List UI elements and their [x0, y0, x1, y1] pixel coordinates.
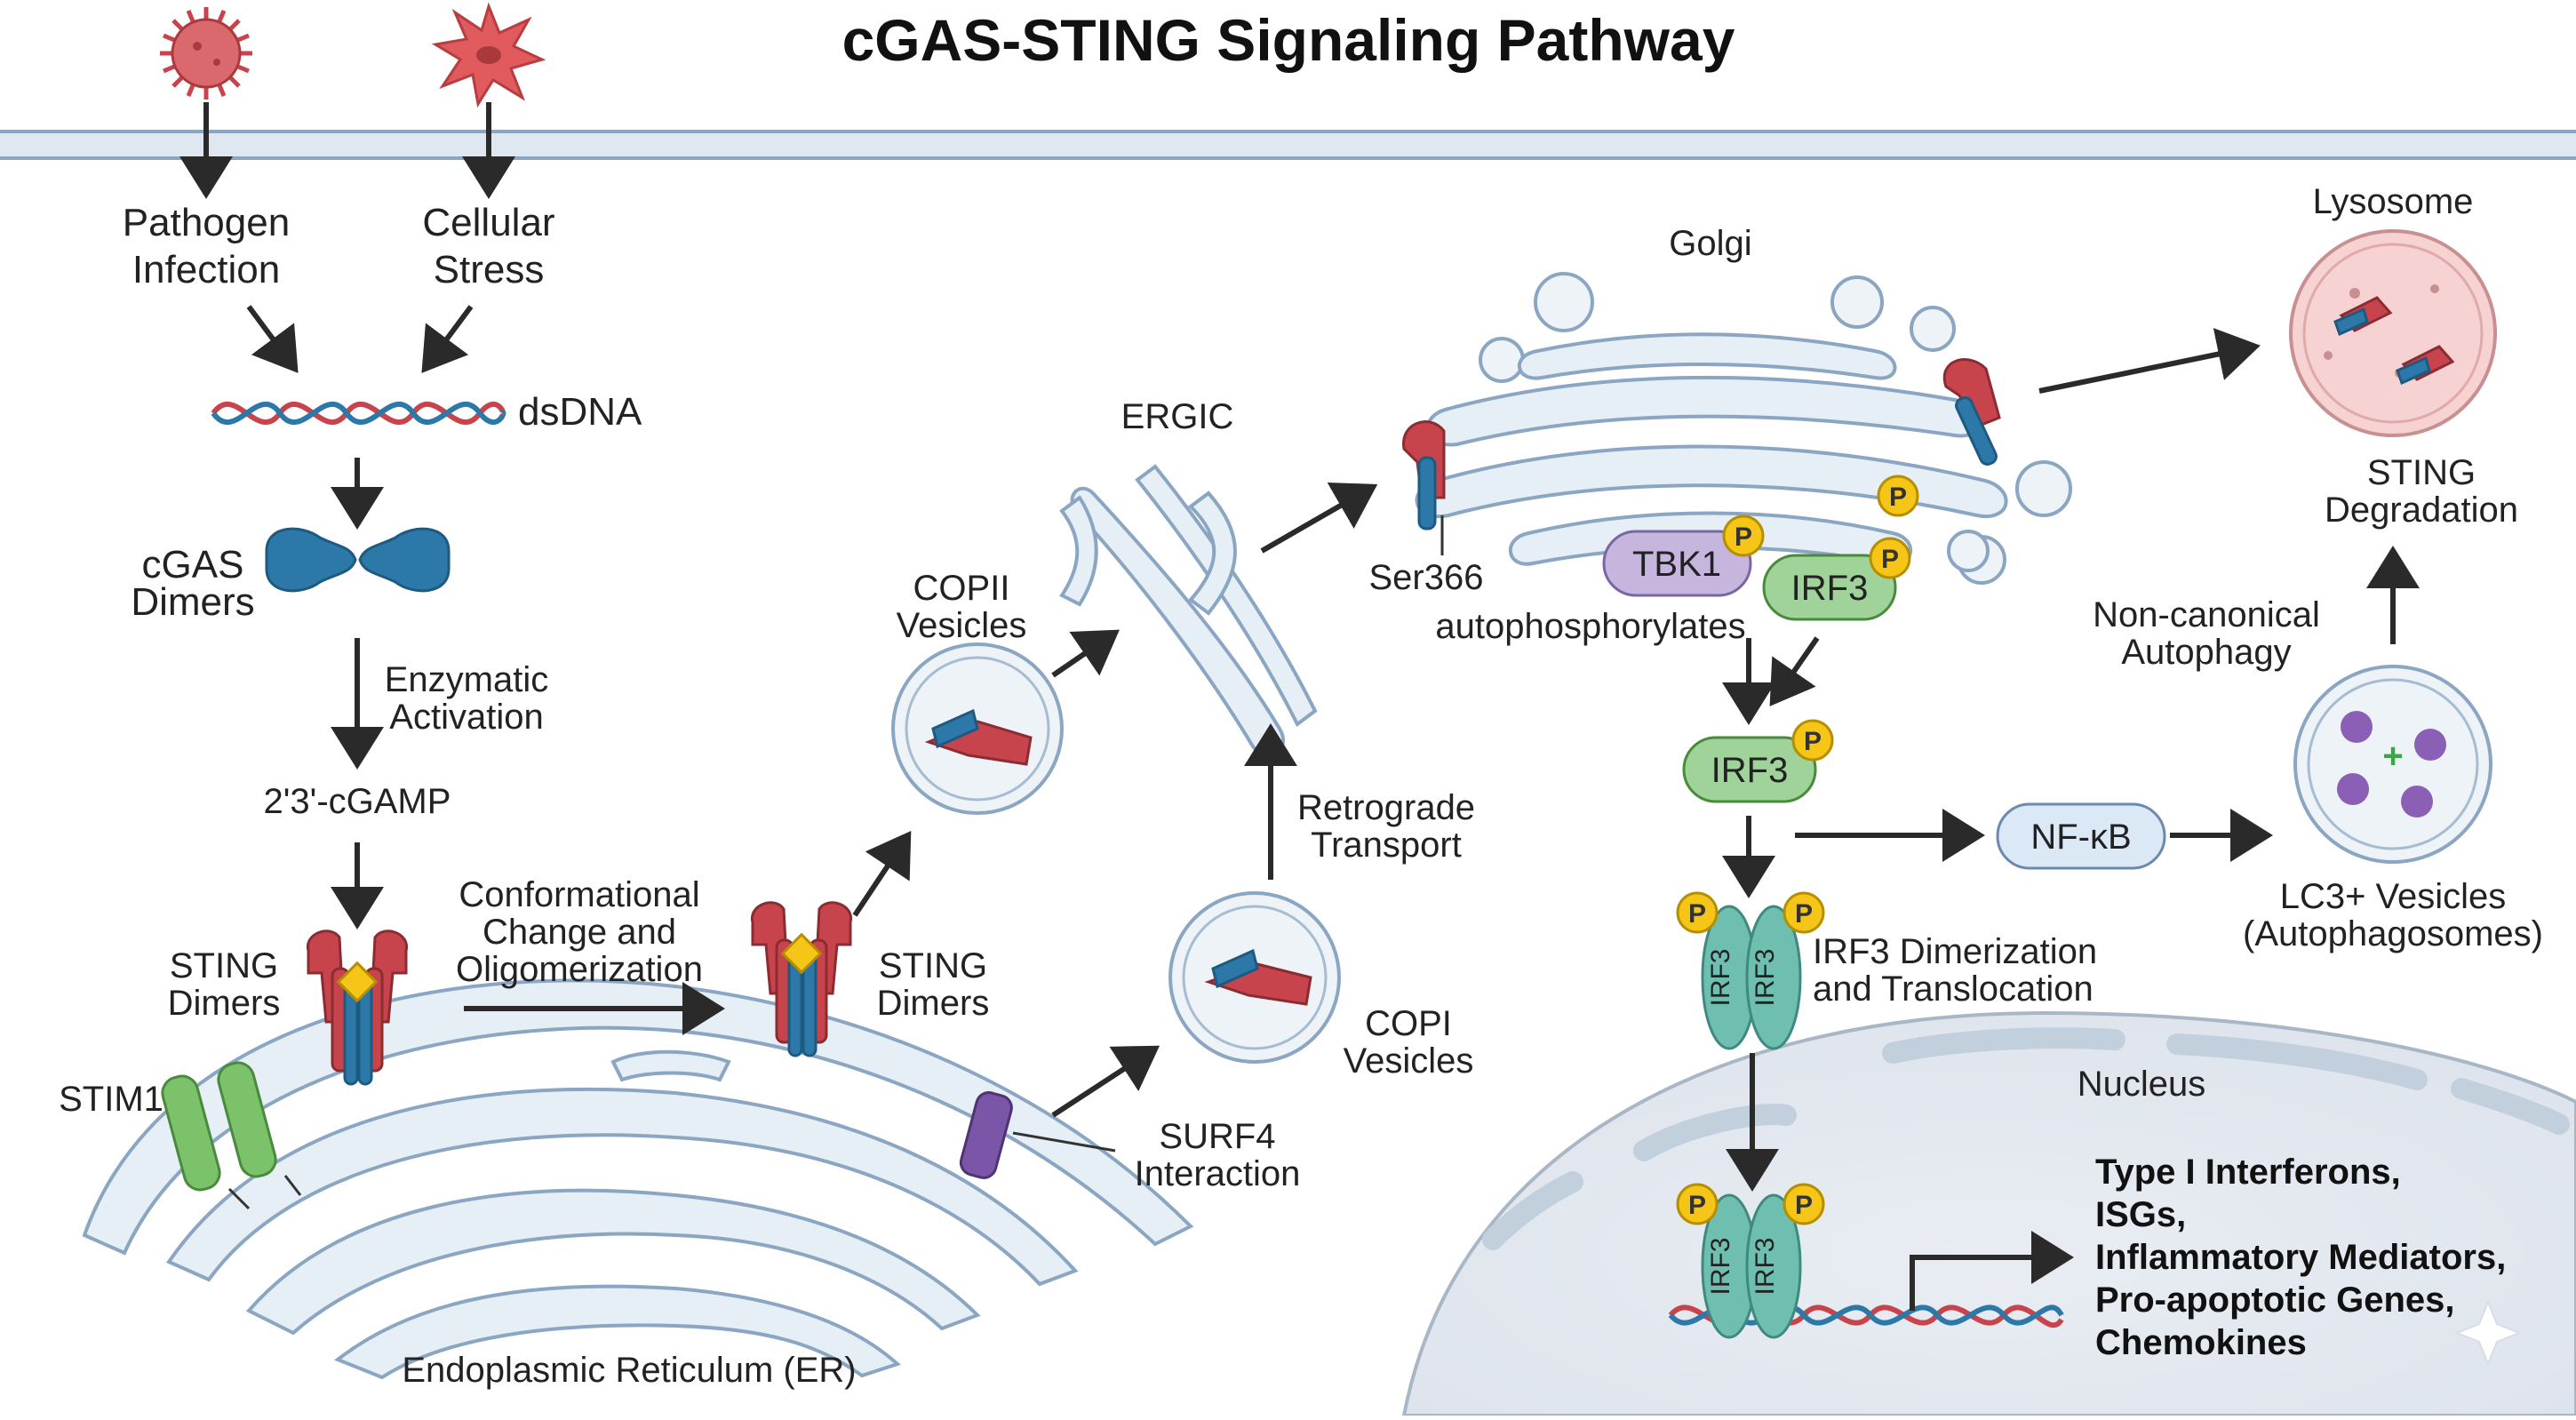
surf4-label-1: SURF4 [1159, 1117, 1275, 1156]
phospho-icon: P [1881, 545, 1899, 574]
phospho-icon-golgi-label: P [1889, 483, 1907, 512]
ser366-label: Ser366 [1369, 558, 1484, 597]
irf3-dimer-label-d: IRF3 [1751, 1237, 1780, 1295]
phospho-icon: P [1804, 727, 1822, 756]
sting-golgi-right [1942, 358, 2001, 466]
irf3-label-top: IRF3 [1791, 569, 1869, 608]
phospho-icon: P [1795, 1191, 1813, 1220]
sting-dimers-mid-1: STING [879, 946, 987, 985]
sparkle-icon [2454, 1299, 2522, 1367]
cgamp-label: 2'3'-cGAMP [264, 782, 451, 821]
pathogen-label-2: Infection [132, 248, 280, 291]
irf3-dimer-label-a: IRF3 [1706, 948, 1735, 1006]
cgas-label-2: Dimers [131, 580, 254, 624]
retrograde-label-2: Transport [1311, 826, 1462, 865]
endoplasmic-reticulum [82, 978, 1194, 1380]
output-1: Type I Interferons, [2095, 1153, 2401, 1192]
irf3-dimer-label-c: IRF3 [1706, 1237, 1735, 1295]
irf3-dimer-lower: IRF3 IRF3 P P [1676, 1183, 1825, 1339]
nucleus [1401, 1010, 2576, 1417]
irf3-label-mid: IRF3 [1711, 751, 1789, 790]
enzymatic-label-1: Enzymatic [385, 660, 549, 699]
ergic [1059, 464, 1318, 757]
sting-protein-icon-mid [751, 901, 852, 1057]
sting-deg-label-2: Degradation [2325, 491, 2518, 530]
noncanonical-label-1: Non-canonical [2093, 595, 2320, 634]
noncanonical-label-2: Autophagy [2121, 633, 2291, 672]
phospho-icon: P [1688, 1191, 1706, 1220]
sting-golgi-left [1402, 420, 1446, 555]
ergic-label: ERGIC [1121, 397, 1234, 436]
phospho-icon-golgi [1877, 475, 1919, 517]
tbk1-chip: TBK1 P [1602, 515, 1765, 597]
lc3-label-2: (Autophagosomes) [2243, 914, 2543, 953]
irf3-dimer-label-b: IRF3 [1751, 948, 1780, 1006]
dsdna-label: dsDNA [518, 390, 642, 434]
lysosome [2289, 229, 2497, 437]
autophos-label: autophosphorylates [1435, 607, 1745, 646]
stress-label-2: Stress [434, 248, 545, 291]
stress-label-1: Cellular [422, 201, 554, 244]
stim1-label: STIM1 [59, 1080, 163, 1119]
conformational-label-1: Conformational [459, 875, 699, 914]
phospho-icon: P [1735, 523, 1752, 552]
output-2: ISGs, [2095, 1195, 2186, 1234]
stress-cell-icon [431, 2, 546, 108]
sting-dimers-left-2: Dimers [168, 984, 281, 1023]
sting-dimers-left-1: STING [170, 946, 278, 985]
surf4-label-2: Interaction [1135, 1154, 1301, 1193]
surf4-icon [959, 1091, 1116, 1179]
nfkb-label: NF-κB [2030, 818, 2131, 857]
nfkb-chip: NF-κB [1996, 802, 2166, 870]
copi-label-1: COPI [1365, 1004, 1452, 1043]
lysosome-label: Lysosome [2313, 182, 2474, 221]
nucleus-label: Nucleus [2078, 1065, 2206, 1104]
copi-vesicle [1168, 891, 1341, 1064]
phospho-icon: P [1688, 899, 1706, 929]
output-3: Inflammatory Mediators, [2095, 1238, 2506, 1277]
diagram-title: cGAS-STING Signaling Pathway [842, 7, 1735, 73]
irf3-dimer-label-2: and Translocation [1813, 969, 2093, 1009]
enzymatic-label-2: Activation [389, 698, 543, 737]
output-4: Pro-apoptotic Genes, [2095, 1280, 2455, 1320]
irf3-dimer-upper: IRF3 IRF3 P P [1676, 891, 1825, 1050]
irf3-chip-top: IRF3 P [1762, 537, 1911, 621]
dna-icon [211, 401, 506, 426]
copii-label-1: COPII [913, 569, 1010, 608]
irf3-chip-mid: IRF3 P [1682, 719, 1834, 803]
irf3-dimer-label-1: IRF3 Dimerization [1813, 932, 2097, 971]
sting-protein-icon [307, 929, 408, 1086]
cgas-icon [265, 527, 451, 593]
copii-vesicle [891, 642, 1064, 815]
copii-label-2: Vesicles [897, 606, 1027, 645]
sting-dimers-mid-2: Dimers [877, 984, 990, 1023]
cgas-label-1: cGAS [142, 543, 244, 586]
conformational-label-2: Change and [483, 913, 676, 952]
sting-deg-label-1: STING [2367, 453, 2476, 492]
stim1-icon [161, 1061, 302, 1210]
golgi-label: Golgi [1669, 224, 1751, 263]
pathogen-label-1: Pathogen [123, 201, 290, 244]
lc3-label-1: LC3+ Vesicles [2280, 877, 2507, 916]
virus-icon [160, 7, 252, 100]
plasma-membrane [0, 130, 2576, 160]
output-list: Type I Interferons, ISGs, Inflammatory M… [2095, 1153, 2506, 1362]
tbk1-label: TBK1 [1632, 545, 1721, 584]
lc3-vesicle: + [2293, 665, 2492, 864]
plus-icon: + [2382, 737, 2403, 776]
conformational-label-3: Oligomerization [456, 950, 703, 989]
phospho-icon: P [1795, 899, 1813, 929]
copi-label-2: Vesicles [1344, 1041, 1474, 1081]
output-5: Chemokines [2095, 1323, 2307, 1362]
er-label: Endoplasmic Reticulum (ER) [402, 1351, 856, 1390]
retrograde-label-1: Retrograde [1297, 788, 1475, 827]
